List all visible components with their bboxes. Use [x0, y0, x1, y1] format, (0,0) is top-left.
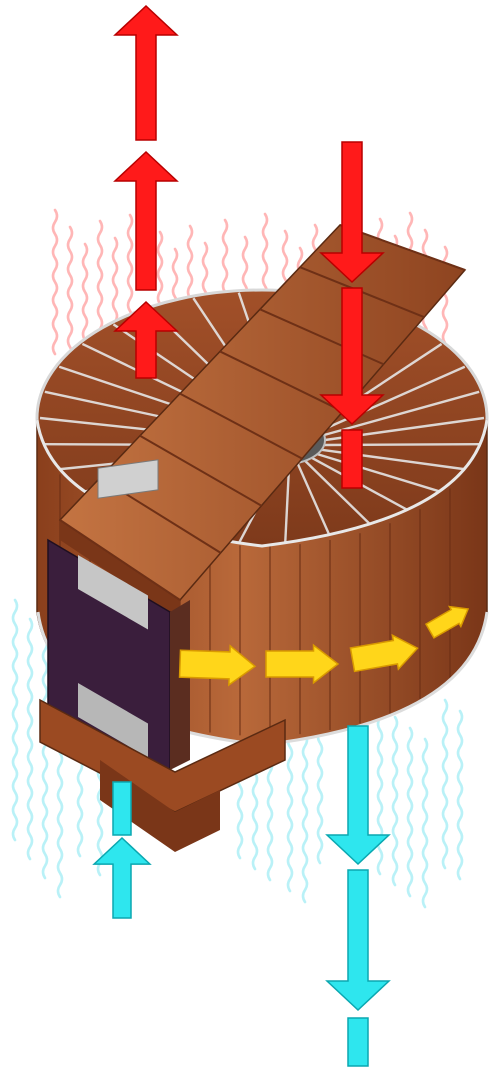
cold-air-haze-streak: [408, 728, 412, 896]
cold-air-out-arrow: [327, 726, 389, 864]
cold-air-out-arrow: [327, 870, 389, 1010]
cold-air-haze-streak: [13, 600, 17, 840]
front-support-side: [170, 600, 190, 770]
cold-air-haze-streak: [423, 739, 427, 907]
cold-air-in-arrow: [94, 838, 150, 918]
preheater-body: [37, 225, 487, 852]
hot-gas-out-arrow: [115, 6, 177, 140]
cold-air-haze-streak: [28, 619, 32, 859]
hot-gas-in-tail: [342, 430, 362, 488]
cold-air-haze-streak: [43, 638, 47, 878]
cold-air-haze-streak: [458, 711, 462, 879]
cold-air-haze-streak: [288, 723, 292, 891]
cold-air-haze-streak: [303, 734, 307, 902]
hot-gas-in-arrow: [321, 142, 383, 282]
cold-air-out-tail: [348, 1018, 368, 1066]
cold-air-haze-streak: [378, 706, 382, 874]
cold-air-haze-streak: [393, 717, 397, 885]
cold-air-haze-streak: [443, 700, 447, 868]
hot-gas-out-arrow: [115, 152, 177, 290]
cold-air-in-tail: [113, 782, 131, 835]
hot-gas-haze-streak: [53, 210, 57, 354]
